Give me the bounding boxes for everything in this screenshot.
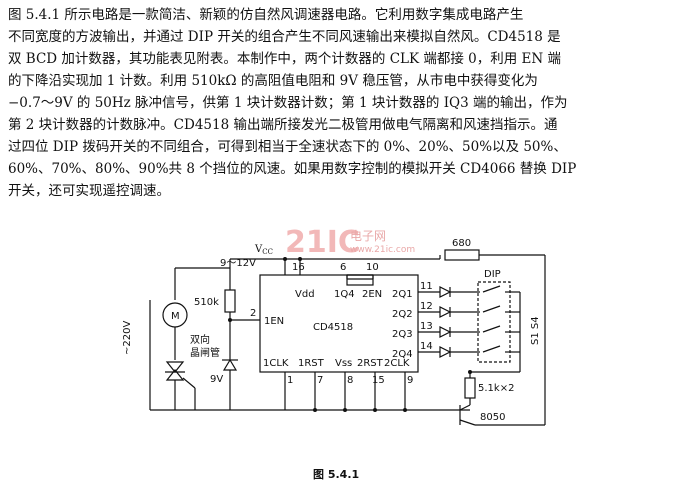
ic-pin-2clk: 2CLK bbox=[384, 358, 410, 369]
text-line: 60%、70%、80%、90%共 8 个挡位的风速。如果用数字控制的模拟开关 C… bbox=[8, 161, 577, 177]
pin-number: 9 bbox=[407, 375, 413, 386]
ic-pin-2q3: 2Q3 bbox=[392, 329, 413, 340]
pin-number: 2 bbox=[250, 308, 256, 319]
text-line: 双 BCD 加计数器，其功能表见附表。本制作中，两个计数器的 CLK 端都接 0… bbox=[8, 51, 561, 67]
dip-label: DIP bbox=[484, 269, 501, 280]
ic-pin-vss: Vss bbox=[335, 358, 352, 369]
pin-number: 13 bbox=[420, 321, 433, 332]
ic-pin-2q1: 2Q1 bbox=[392, 289, 413, 300]
text-line: 图 5.4.1 所示电路是一款简洁、新颖的仿自然风调速器电路。它利用数字集成电路… bbox=[8, 7, 524, 23]
ic-pin-iq4: 1Q4 bbox=[334, 289, 355, 300]
vcc-label: VCC bbox=[254, 244, 273, 256]
ic-pin-1clk: 1CLK bbox=[263, 358, 289, 369]
text-line: 第 2 块计数器的计数脉冲。CD4518 输出端所接发光二极管用做电气隔离和风速… bbox=[8, 117, 558, 133]
ic-pin-2q4: 2Q4 bbox=[392, 349, 413, 360]
text-line: 的下降沿实现加 1 计数。利用 510kΩ 的高阻值电阻和 9V 稳压管，从市电… bbox=[8, 73, 538, 89]
resistor-680-label: 680 bbox=[452, 238, 471, 249]
motor-label: M bbox=[171, 311, 180, 322]
text-line: −0.7～9V 的 50Hz 脉冲信号，供第 1 块计数器计数；第 1 块计数器… bbox=[8, 95, 568, 111]
ic-pin-1en: 1EN bbox=[264, 316, 284, 327]
ic-name: CD4518 bbox=[313, 322, 353, 333]
pin-number: 7 bbox=[317, 375, 323, 386]
text-line: 不同宽度的方波输出，并通过 DIP 开关的组合产生不同风速输出来模拟自然风。CD… bbox=[8, 29, 561, 45]
pin-number: 11 bbox=[420, 281, 433, 292]
zener-label: 9V bbox=[210, 374, 223, 385]
ic-pin-2en: 2EN bbox=[362, 289, 382, 300]
figure-caption: 图 5.4.1 bbox=[313, 468, 360, 481]
ic-pin-1rst: 1RST bbox=[298, 358, 325, 369]
pin-number: 1 bbox=[287, 375, 293, 386]
resistor-bottom-label: 5.1k×2 bbox=[478, 383, 514, 394]
pin-number: 10 bbox=[366, 262, 379, 273]
watermark-cn: 电子网 bbox=[350, 229, 386, 243]
text-line: 过四位 DIP 拨码开关的不同组合，可得到相当于全速状态下的 0%、20%、50… bbox=[8, 139, 567, 155]
triac-label-1: 双向 bbox=[190, 333, 210, 346]
watermark-logo: 21IC 电子网 www.21ic.com bbox=[285, 225, 415, 260]
switch-label: S1 S4 bbox=[530, 316, 541, 345]
transistor-label: 8050 bbox=[480, 412, 505, 423]
pin-number: 15 bbox=[372, 375, 385, 386]
text-line: 开关，还可实现遥控调速。 bbox=[8, 183, 170, 199]
pin-number: 12 bbox=[420, 301, 433, 312]
ic-pin-2q2: 2Q2 bbox=[392, 309, 413, 320]
pin-number: 14 bbox=[420, 341, 433, 352]
pin-number: 8 bbox=[347, 375, 353, 386]
mains-label: ~220V bbox=[122, 321, 133, 355]
watermark-logo-text: 21IC bbox=[285, 225, 360, 260]
vcc-range-label: 9～12V bbox=[220, 258, 256, 269]
triac-label-2: 晶闸管 bbox=[190, 346, 220, 359]
pin-number: 16 bbox=[292, 262, 305, 273]
resistor-510k-label: 510k bbox=[194, 297, 219, 308]
pin-number: 6 bbox=[340, 262, 346, 273]
ic-pin-2rst: 2RST bbox=[357, 358, 384, 369]
watermark-url: www.21ic.com bbox=[350, 245, 415, 255]
ic-pin-vdd: Vdd bbox=[295, 289, 315, 300]
